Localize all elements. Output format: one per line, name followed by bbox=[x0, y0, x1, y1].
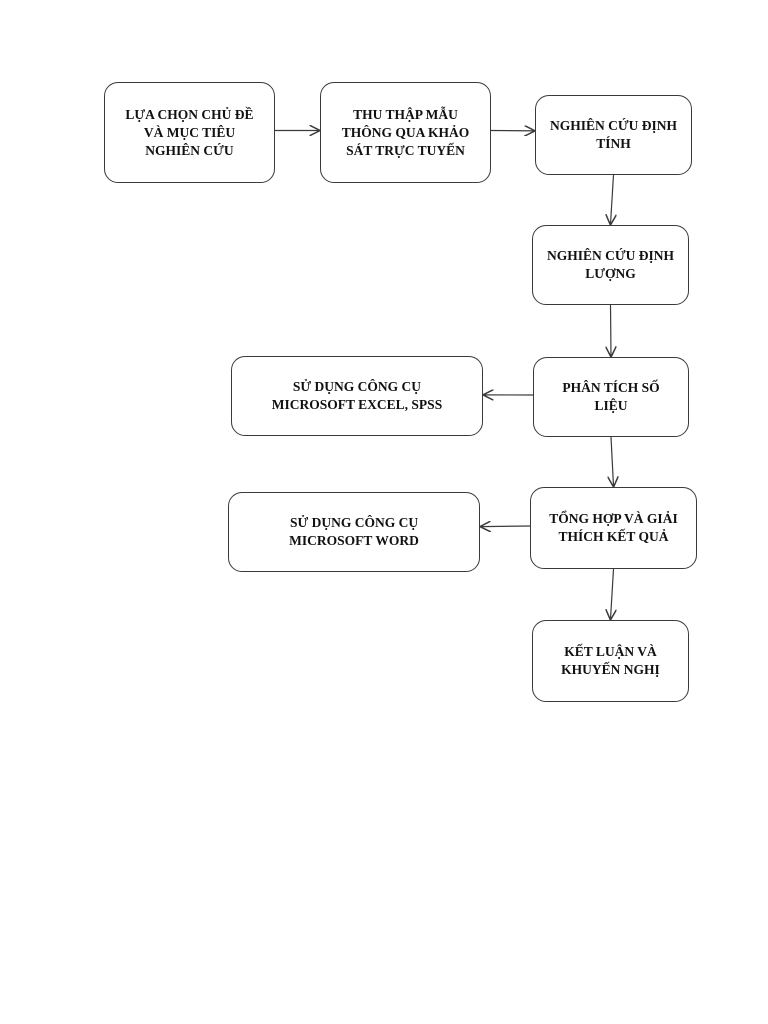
box-choose-topic: LỰA CHỌN CHỦ ĐỀ VÀ MỤC TIÊU NGHIÊN CỨU bbox=[104, 82, 275, 183]
box-use-word-label: SỬ DỤNG CÔNG CỤ MICROSOFT WORD bbox=[289, 515, 419, 548]
box-quantitative-research: NGHIÊN CỨU ĐỊNH LƯỢNG bbox=[532, 225, 689, 305]
box-qualitative-research: NGHIÊN CỨU ĐỊNH TÍNH bbox=[535, 95, 692, 175]
box-conclusion-label: KẾT LUẬN VÀ KHUYẾN NGHỊ bbox=[561, 644, 660, 677]
box-synthesize-results-label: TỔNG HỢP VÀ GIẢI THÍCH KẾT QUẢ bbox=[549, 511, 678, 544]
box-use-excel-spss-label: SỬ DỤNG CÔNG CỤ MICROSOFT EXCEL, SPSS bbox=[271, 379, 443, 412]
box-collect-samples-label: THU THẬP MẪU THÔNG QUA KHẢO SÁT TRỰC TUY… bbox=[341, 106, 470, 158]
arrow-dinh_luong-to-phan_tich bbox=[611, 304, 612, 356]
box-qualitative-research-label: NGHIÊN CỨU ĐỊNH TÍNH bbox=[549, 118, 677, 151]
box-data-analysis: PHÂN TÍCH SỐ LIỆU bbox=[533, 357, 689, 437]
arrow-tong_hop-to-word bbox=[481, 526, 531, 527]
box-conclusion: KẾT LUẬN VÀ KHUYẾN NGHỊ bbox=[532, 620, 689, 702]
box-use-word: SỬ DỤNG CÔNG CỤ MICROSOFT WORD bbox=[228, 492, 480, 572]
box-use-excel-spss: SỬ DỤNG CÔNG CỤ MICROSOFT EXCEL, SPSS bbox=[231, 356, 483, 436]
arrow-tong_hop-to-ket_luan bbox=[611, 568, 614, 619]
box-data-analysis-label: PHÂN TÍCH SỐ LIỆU bbox=[562, 380, 660, 413]
box-synthesize-results: TỔNG HỢP VÀ GIẢI THÍCH KẾT QUẢ bbox=[530, 487, 697, 569]
box-choose-topic-label: LỰA CHỌN CHỦ ĐỀ VÀ MỤC TIÊU NGHIÊN CỨU bbox=[125, 106, 254, 158]
box-quantitative-research-label: NGHIÊN CỨU ĐỊNH LƯỢNG bbox=[546, 248, 674, 281]
arrow-phan_tich-to-tong_hop bbox=[611, 436, 614, 486]
box-collect-samples: THU THẬP MẪU THÔNG QUA KHẢO SÁT TRỰC TUY… bbox=[320, 82, 491, 183]
arrow-dinh_tinh-to-dinh_luong bbox=[611, 174, 614, 224]
